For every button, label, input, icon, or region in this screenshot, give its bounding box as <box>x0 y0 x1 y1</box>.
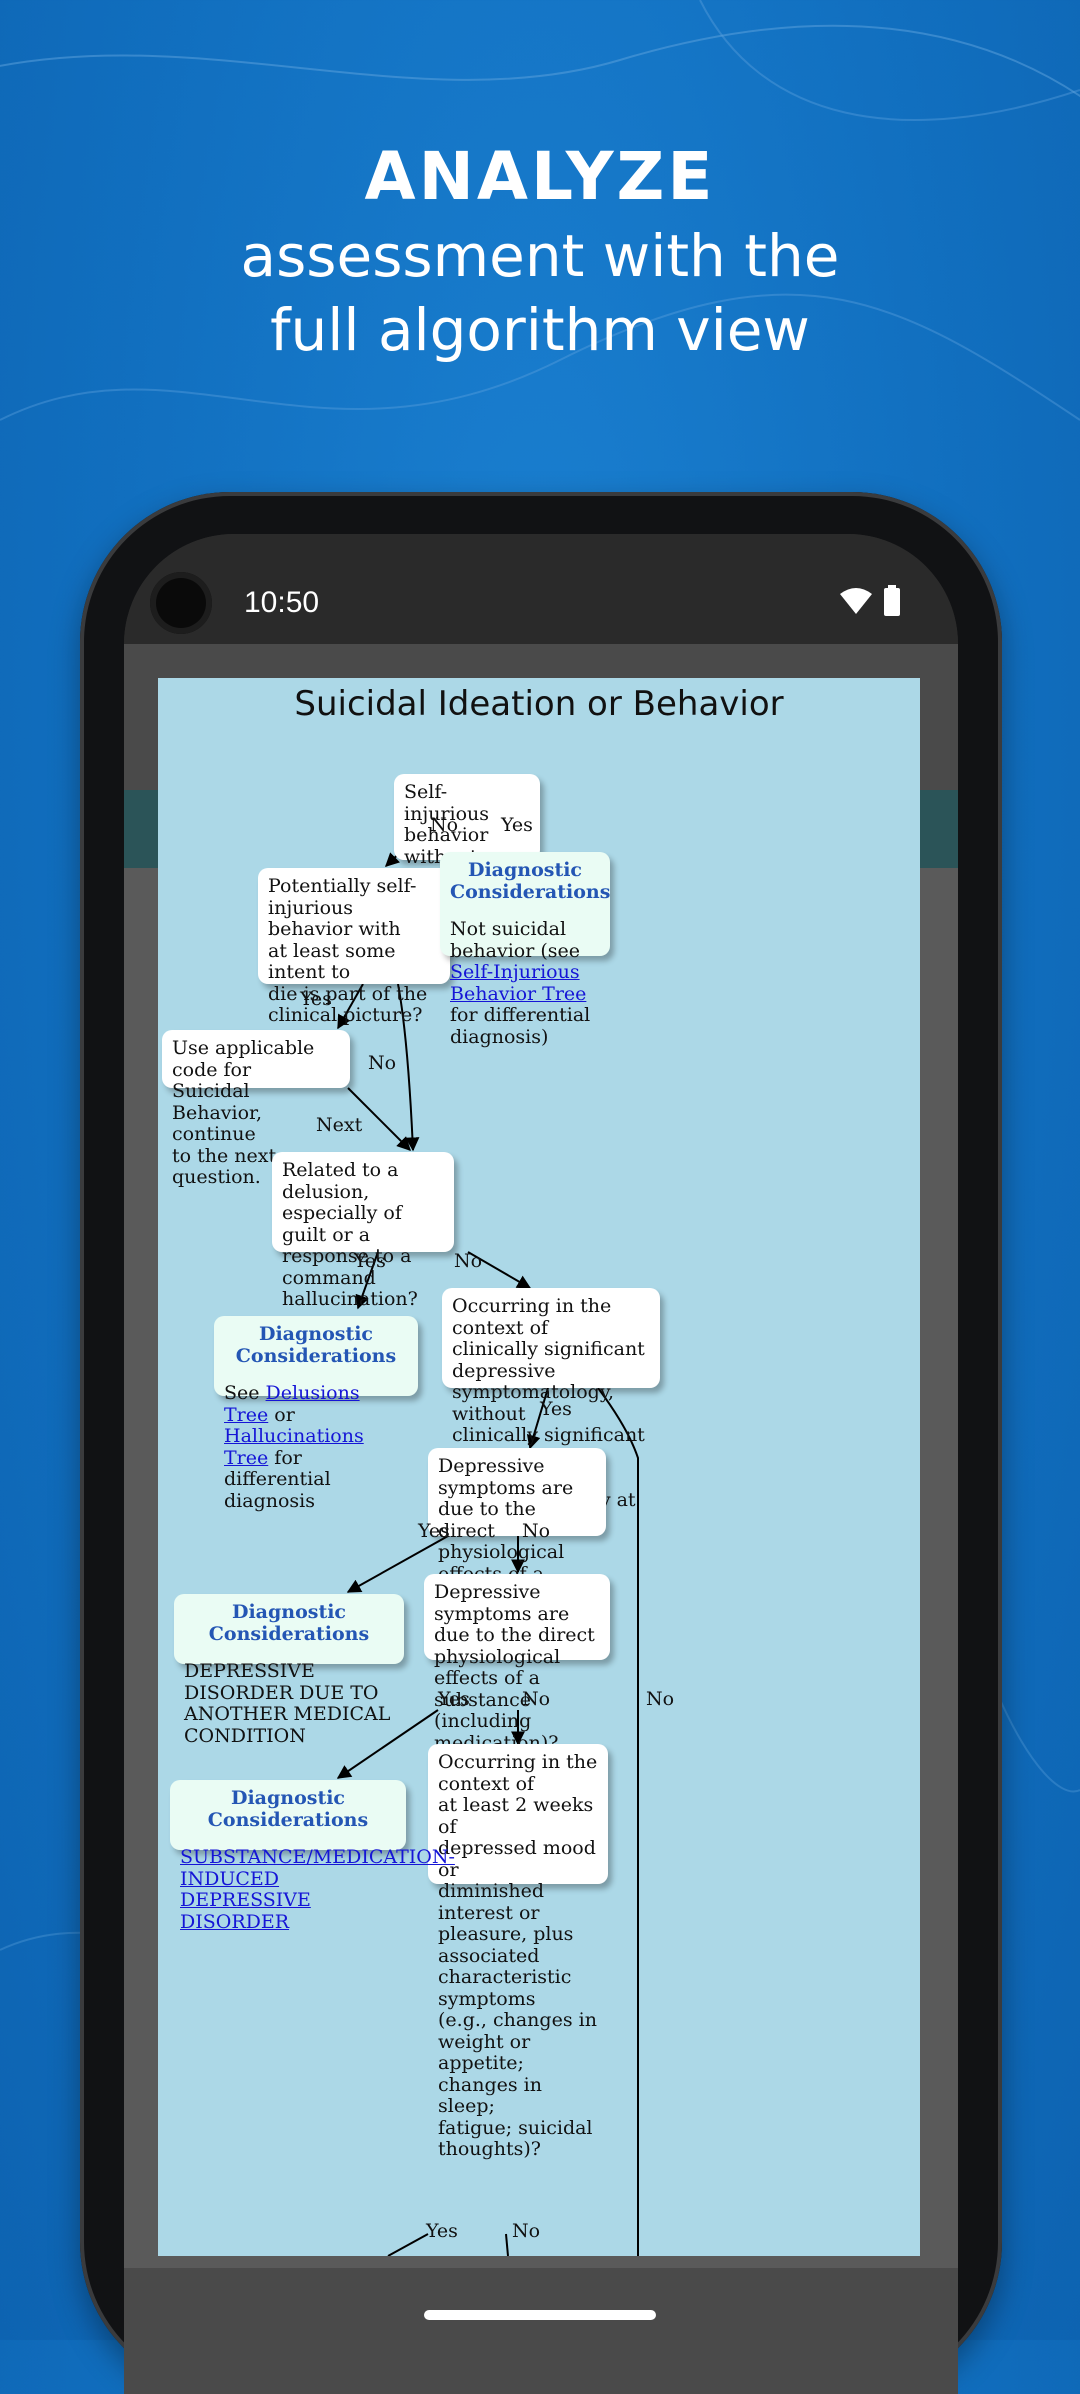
headline-subtitle-line1: assessment with the <box>240 222 840 290</box>
dx-not-suicidal: Diagnostic Considerations Not suicidal b… <box>440 852 611 1047</box>
edge-label-yes: Yes <box>418 1520 450 1542</box>
flowchart-arrows <box>336 815 639 2256</box>
dialog-title: Suicidal Ideation or Behavior <box>294 684 784 724</box>
dx-heading: Diagnostic Considerations <box>450 859 611 903</box>
edge-label-no: No <box>368 1052 397 1074</box>
gesture-nav-bar[interactable] <box>424 2310 656 2320</box>
question-substance[interactable]: Depressive symptoms are due to the direc… <box>424 1574 610 1753</box>
question-medical-condition[interactable]: Depressive symptoms are due to the direc… <box>428 1448 606 1649</box>
headline-title: ANALYZE <box>364 138 716 215</box>
edge-label-yes: Yes <box>426 2220 458 2242</box>
self-injurious-tree-link[interactable]: Self-Injurious Behavior Tree <box>450 961 587 1005</box>
substance-induced-link[interactable]: SUBSTANCE/MEDICATION-INDUCED DEPRESSIVE … <box>180 1846 455 1933</box>
edge-label-no: No <box>454 1250 483 1272</box>
headline-subtitle-line2: full algorithm view <box>270 296 810 364</box>
edge-label-no: No <box>430 814 459 836</box>
hallucinations-tree-link[interactable]: Hallucinations Tree <box>224 1425 364 1469</box>
dx-text: for differential diagnosis <box>224 1446 331 1512</box>
edge-label-no: No <box>522 1688 551 1710</box>
status-time: 10:50 <box>244 586 320 619</box>
dx-text: DEPRESSIVE DISORDER DUE TO ANOTHER MEDIC… <box>184 1660 391 1747</box>
edge-label-yes: Yes <box>438 1688 470 1710</box>
delusions-tree-link[interactable]: Delusions Tree <box>224 1382 360 1426</box>
dx-substance-induced: Diagnostic Considerations SUBSTANCE/MEDI… <box>170 1780 455 1932</box>
dx-heading: Diagnostic Considerations <box>208 1601 370 1645</box>
edge-label-no: No <box>646 1688 675 1710</box>
edge-label-no: No <box>522 1520 551 1542</box>
question-two-weeks[interactable]: Occurring in the context of at least 2 w… <box>428 1744 608 2160</box>
edge-label-yes: Yes <box>540 1398 572 1420</box>
camera-icon <box>150 572 212 634</box>
edge-label-yes: Yes <box>501 814 533 836</box>
question-potentially-self-injurious[interactable]: Potentially self- injurious behavior wit… <box>258 868 450 1026</box>
wifi-icon <box>840 588 872 614</box>
question-use-applicable-code[interactable]: Use applicable code for Suicidal Behavio… <box>162 1030 350 1188</box>
question-related-to-delusion[interactable]: Related to a delusion, especially of gui… <box>272 1152 454 1310</box>
question-depressive-context[interactable]: Occurring in the context of clinically s… <box>442 1288 660 1532</box>
battery-icon <box>884 585 900 616</box>
dx-depressive-medical: Diagnostic Considerations DEPRESSIVE DIS… <box>174 1594 404 1746</box>
dx-delusions-hallucinations: Diagnostic Considerations See Delusions … <box>214 1316 418 1511</box>
edge-label-next: Next <box>316 1114 363 1136</box>
edge-label-yes: Yes <box>300 988 332 1010</box>
dx-text: for differential diagnosis) <box>450 1004 591 1048</box>
dx-text: or <box>268 1403 295 1426</box>
dx-text: See <box>224 1382 266 1404</box>
dx-text: Not suicidal behavior (see <box>450 918 580 962</box>
edge-label-yes: Yes <box>354 1250 386 1272</box>
algorithm-dialog: Suicidal Ideation or Behavior Self-injur… <box>158 678 920 2256</box>
status-bar: 10:50 <box>124 534 958 644</box>
dx-heading: Diagnostic Considerations <box>207 1787 369 1831</box>
dx-heading: Diagnostic Considerations <box>235 1323 397 1367</box>
edge-label-no: No <box>512 2220 541 2242</box>
status-icons <box>840 585 900 616</box>
